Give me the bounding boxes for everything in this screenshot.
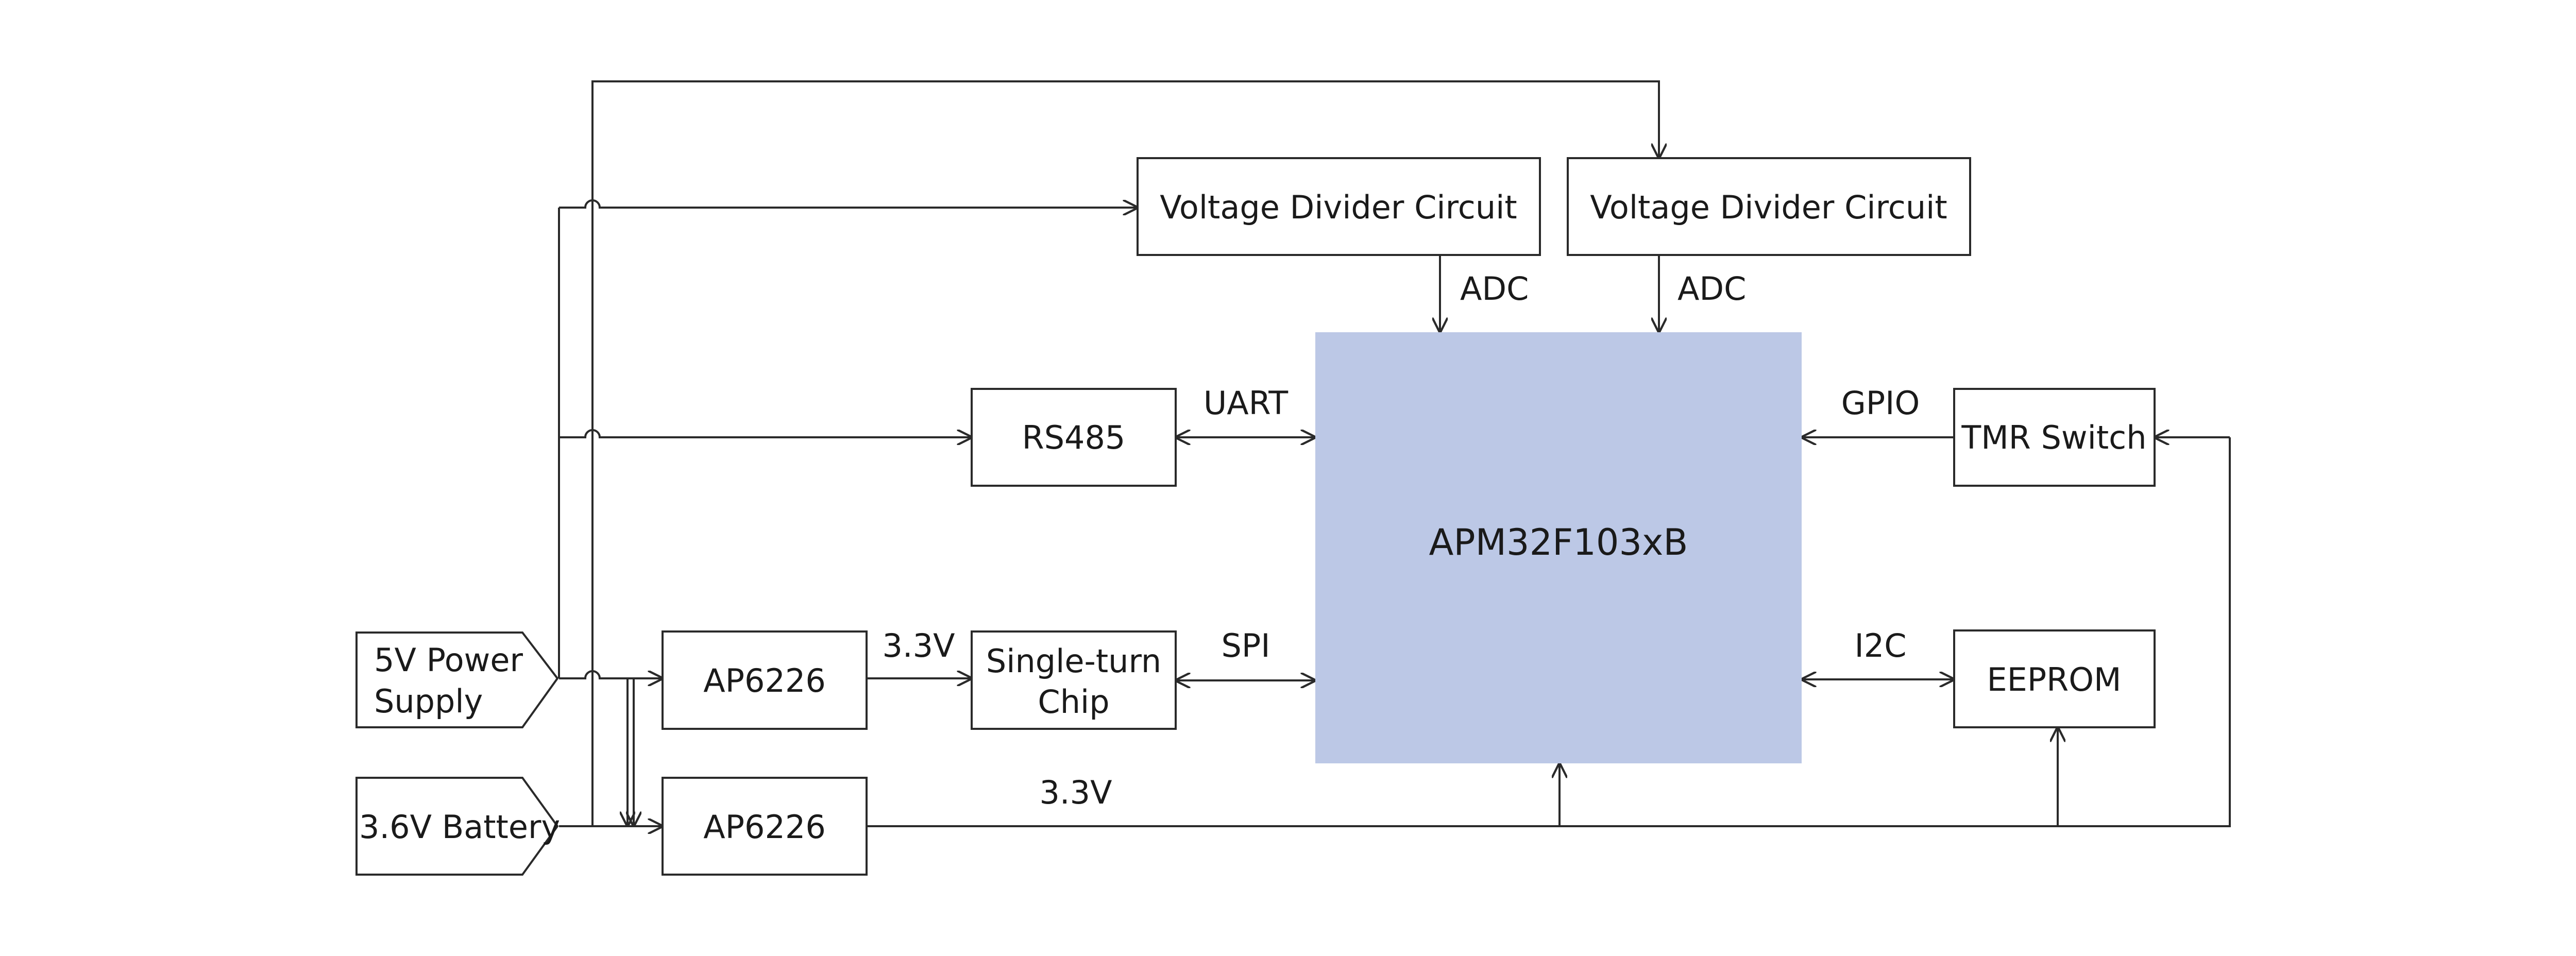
adc-2-label: ADC [1677, 270, 1746, 308]
eeprom-label: EEPROM [1987, 661, 2121, 698]
wire-3v3-rail [867, 437, 2231, 827]
gpio-label: GPIO [1841, 384, 1920, 422]
voltage-divider-2-label: Voltage Divider Circuit [1590, 189, 1947, 226]
mcu-label: APM32F103xB [1429, 521, 1688, 564]
wire-5v-to-rs485 [559, 429, 972, 437]
uart-label: UART [1204, 384, 1289, 422]
power-supply-label-line2: Supply [374, 682, 483, 720]
power-supply-pin: 5V Power Supply [355, 631, 559, 728]
wire-5v-to-divider-1 [559, 199, 1138, 208]
voltage-divider-2: Voltage Divider Circuit [1567, 157, 1971, 256]
rail-3v3-bottom-label: 3.3V [1039, 774, 1112, 811]
single-turn-chip-label-line1: Single-turn [986, 642, 1161, 680]
tmr-switch-label: TMR Switch [1961, 419, 2146, 456]
rs485-label: RS485 [1022, 419, 1126, 456]
adc-1-label: ADC [1460, 270, 1529, 308]
rail-3v3-top-label: 3.3V [882, 627, 955, 664]
voltage-divider-1-label: Voltage Divider Circuit [1160, 189, 1517, 226]
i2c-label: I2C [1854, 627, 1906, 664]
spi-label: SPI [1221, 627, 1270, 664]
mcu-block: APM32F103xB [1315, 332, 1802, 763]
ap6226-top-block: AP6226 [662, 630, 868, 730]
ap6226-top-label: AP6226 [703, 662, 826, 699]
single-turn-chip-label-line2: Chip [1038, 683, 1109, 721]
wire-5v-to-ap6226-top [559, 670, 663, 678]
wire-battery-to-divider-2 [591, 80, 1659, 826]
tmr-switch-block: TMR Switch [1953, 388, 2156, 487]
battery-label: 3.6V Battery [359, 808, 560, 846]
ap6226-bottom-block: AP6226 [662, 777, 868, 876]
rs485-block: RS485 [971, 388, 1177, 487]
single-turn-chip-block: Single-turn Chip [971, 630, 1177, 730]
eeprom-block: EEPROM [1953, 629, 2156, 728]
power-supply-label-line1: 5V Power [374, 641, 523, 679]
signal-labels: ADC ADC UART GPIO SPI I2C 3.3V 3.3V [882, 270, 1920, 811]
wires [558, 80, 2231, 827]
voltage-divider-1: Voltage Divider Circuit [1137, 157, 1541, 256]
battery-pin: 3.6V Battery [355, 777, 560, 876]
ap6226-bottom-label: AP6226 [703, 808, 826, 846]
